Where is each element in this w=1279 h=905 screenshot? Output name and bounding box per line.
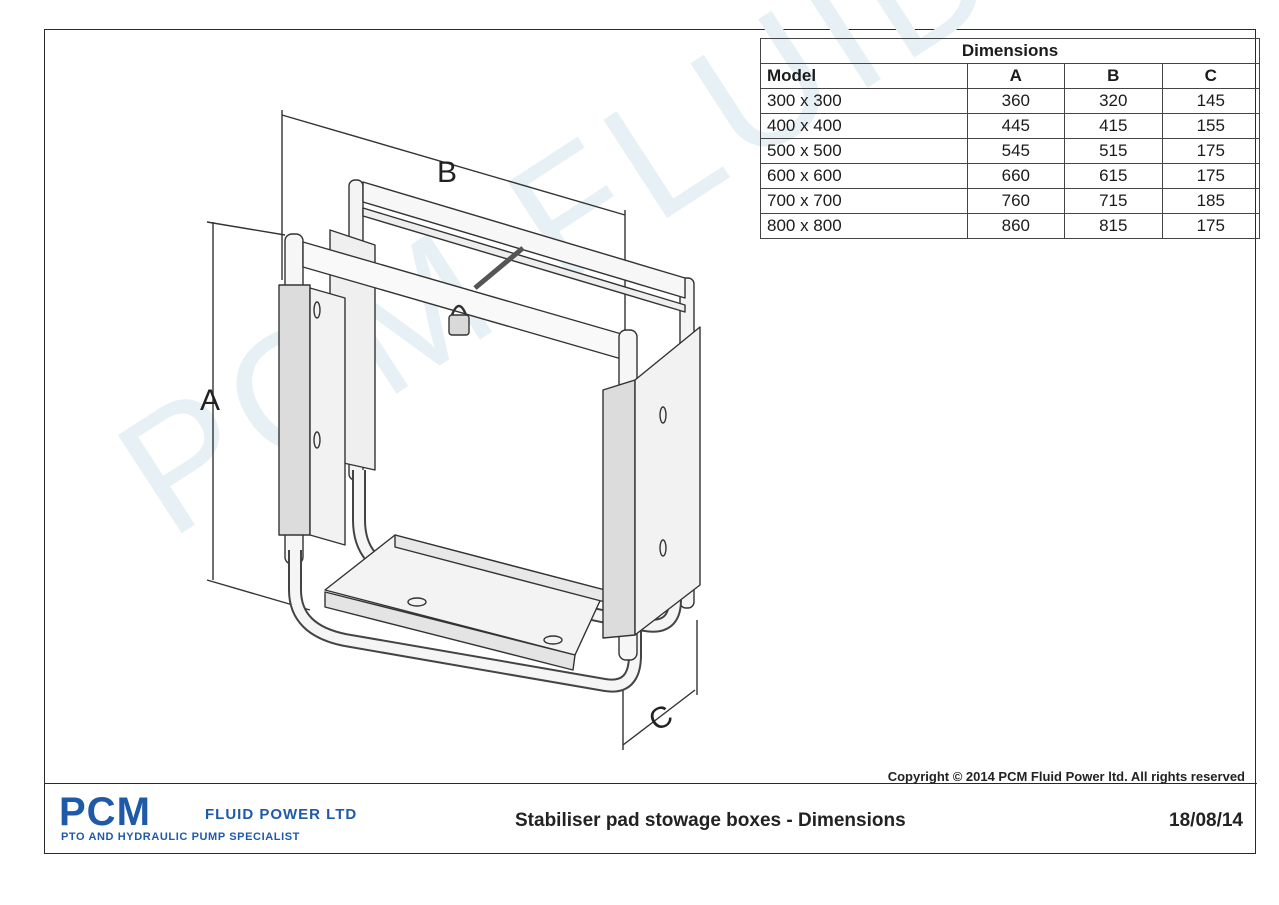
title-block: PCM FLUID POWER LTD PTO AND HYDRAULIC PU… (45, 783, 1257, 855)
cell-b: 815 (1064, 213, 1163, 239)
cell-model: 800 x 800 (760, 213, 968, 239)
logo-tagline: PTO AND HYDRAULIC PUMP SPECIALIST (61, 831, 301, 843)
cell-model: 500 x 500 (760, 138, 968, 164)
cell-c: 175 (1161, 163, 1261, 189)
front-right-side-channel (602, 379, 636, 639)
logo-pcm-text: PCM (59, 790, 151, 834)
cell-c: 175 (1161, 213, 1261, 239)
column-header-model: Model (760, 63, 968, 89)
cell-b: 515 (1064, 138, 1163, 164)
cell-model: 600 x 600 (760, 163, 968, 189)
cell-a: 660 (966, 163, 1066, 189)
table-row: 600 x 600 660 615 175 (760, 163, 1261, 189)
cell-model: 300 x 300 (760, 88, 968, 114)
slot-hole (659, 539, 667, 557)
u-frame-tube-highlight (290, 550, 640, 691)
base-tray-front-lip (324, 591, 576, 671)
handle-bar (473, 246, 525, 290)
dimension-label-b: B (437, 156, 457, 189)
dimensions-table: Dimensions Model A B C 300 x 300 360 320… (760, 38, 1261, 239)
column-header-a: A (966, 63, 1066, 89)
back-top-rail (362, 181, 686, 299)
dimension-label-a: A (200, 384, 220, 417)
cell-a: 760 (966, 188, 1066, 214)
table-caption: Dimensions (760, 38, 1260, 64)
cell-c: 145 (1161, 88, 1261, 114)
extension-line-a-top (206, 221, 286, 236)
tray-hole (407, 597, 427, 607)
company-logo: PCM FLUID POWER LTD PTO AND HYDRAULIC PU… (59, 792, 399, 844)
front-right-side-plate (634, 326, 701, 636)
cell-a: 360 (966, 88, 1066, 114)
table-header-row: Model A B C (760, 63, 1261, 89)
drawing-sheet: PCM FLUID POWER (44, 0, 1279, 855)
dimension-label-c: C (644, 699, 679, 738)
cell-model: 700 x 700 (760, 188, 968, 214)
table-row: 300 x 300 360 320 145 (760, 88, 1261, 114)
cell-a: 445 (966, 113, 1066, 139)
cell-c: 175 (1161, 138, 1261, 164)
cell-a: 860 (966, 213, 1066, 239)
cell-b: 715 (1064, 188, 1163, 214)
slot-hole (313, 431, 321, 449)
cell-b: 415 (1064, 113, 1163, 139)
copyright-notice: Copyright © 2014 PCM Fluid Power ltd. Al… (887, 769, 1245, 784)
stowage-box-drawing: B A C (200, 110, 701, 750)
drawing-area: PCM FLUID POWER (45, 0, 1279, 784)
slot-hole (313, 301, 321, 319)
front-left-side-plate (309, 287, 346, 546)
cell-a: 545 (966, 138, 1066, 164)
padlock-icon (448, 314, 470, 336)
table-row: 800 x 800 860 815 175 (760, 213, 1261, 239)
cell-c: 155 (1161, 113, 1261, 139)
tray-hole (543, 635, 563, 645)
table-row: 500 x 500 545 515 175 (760, 138, 1261, 164)
drawing-title: Stabiliser pad stowage boxes - Dimension… (515, 810, 906, 831)
cell-model: 400 x 400 (760, 113, 968, 139)
back-lower-rail (362, 207, 686, 313)
drawing-date: 18/08/14 (1169, 810, 1243, 831)
cell-c: 185 (1161, 188, 1261, 214)
column-header-c: C (1161, 63, 1261, 89)
table-caption-row: Dimensions (760, 38, 1260, 64)
cell-b: 320 (1064, 88, 1163, 114)
column-header-b: B (1064, 63, 1163, 89)
table-row: 400 x 400 445 415 155 (760, 113, 1261, 139)
table-row: 700 x 700 760 715 185 (760, 188, 1261, 214)
dimension-line-b (281, 114, 626, 216)
cell-b: 615 (1064, 163, 1163, 189)
front-left-side-channel (278, 284, 311, 536)
logo-fluid-power-text: FLUID POWER LTD (205, 806, 358, 823)
padlock-shackle-icon (450, 304, 468, 316)
dimension-line-c (622, 689, 696, 746)
slot-hole (659, 406, 667, 424)
